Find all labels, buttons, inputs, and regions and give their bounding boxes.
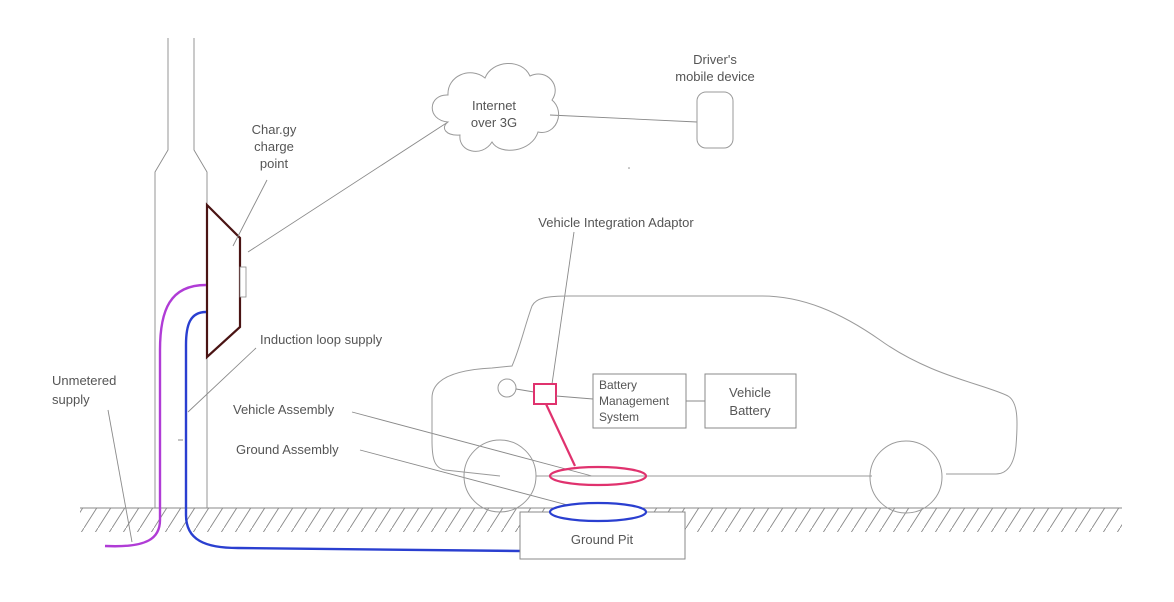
vehicle-assembly-label: Vehicle Assembly: [233, 402, 335, 417]
charge-point-label-line3: point: [260, 156, 289, 171]
bms-label-line3: System: [599, 410, 639, 424]
unmetered-label-line1: Unmetered: [52, 373, 116, 388]
cloud-icon: [431, 63, 559, 152]
ground-assembly-leader: [359, 449, 591, 512]
vehicle-assembly-leader: [351, 411, 593, 477]
mobile-link-line: [549, 114, 698, 123]
mobile-label-line2: mobile device: [675, 69, 755, 84]
port-to-via-line: [515, 388, 535, 393]
ground-pit-label: Ground Pit: [571, 532, 634, 547]
vehicle-integration-adaptor-box: [533, 383, 557, 405]
via-to-bms-line: [555, 395, 594, 400]
via-label: Vehicle Integration Adaptor: [538, 215, 694, 230]
induction-loop-supply-cable: [184, 310, 521, 553]
internet-label-line1: Internet: [472, 98, 516, 113]
internet-label-line2: over 3G: [471, 115, 517, 130]
ground-assembly-label: Ground Assembly: [236, 442, 339, 457]
charge-point-label-line2: charge: [254, 139, 294, 154]
unmetered-label-line2: supply: [52, 392, 90, 407]
internet-link-line: [247, 121, 449, 253]
charge-point-leader: [232, 179, 268, 247]
charge-point-unit: [205, 202, 247, 360]
vehicle-assembly-coil: [548, 465, 648, 487]
vehicle-battery-box: [704, 373, 797, 429]
unmetered-supply-cable: [104, 283, 207, 548]
bms-label-line1: Battery: [599, 378, 637, 392]
ground-assembly-coil: [548, 501, 648, 523]
car-body: [431, 295, 1018, 477]
battery-management-system-box: [592, 373, 687, 429]
mobile-device-icon: [696, 91, 734, 149]
stray-dot: [628, 167, 630, 169]
induction-supply-label: Induction loop supply: [260, 332, 383, 347]
lamp-post: [154, 38, 208, 508]
unmetered-supply-leader: [107, 409, 133, 543]
induction-supply-leader: [187, 347, 257, 413]
via-to-vehicle-assembly-cable: [545, 403, 576, 467]
mobile-label-line1: Driver's: [693, 52, 737, 67]
bms-label-line2: Management: [599, 394, 670, 408]
vehicle-battery-label-line1: Vehicle: [729, 385, 771, 400]
charge-point-label-line1: Char.gy: [252, 122, 297, 137]
via-leader: [551, 231, 575, 385]
rear-wheel: [869, 440, 943, 514]
vehicle-battery-label-line2: Battery: [729, 403, 771, 418]
front-wheel: [463, 439, 537, 513]
vehicle-port-icon: [497, 378, 517, 398]
